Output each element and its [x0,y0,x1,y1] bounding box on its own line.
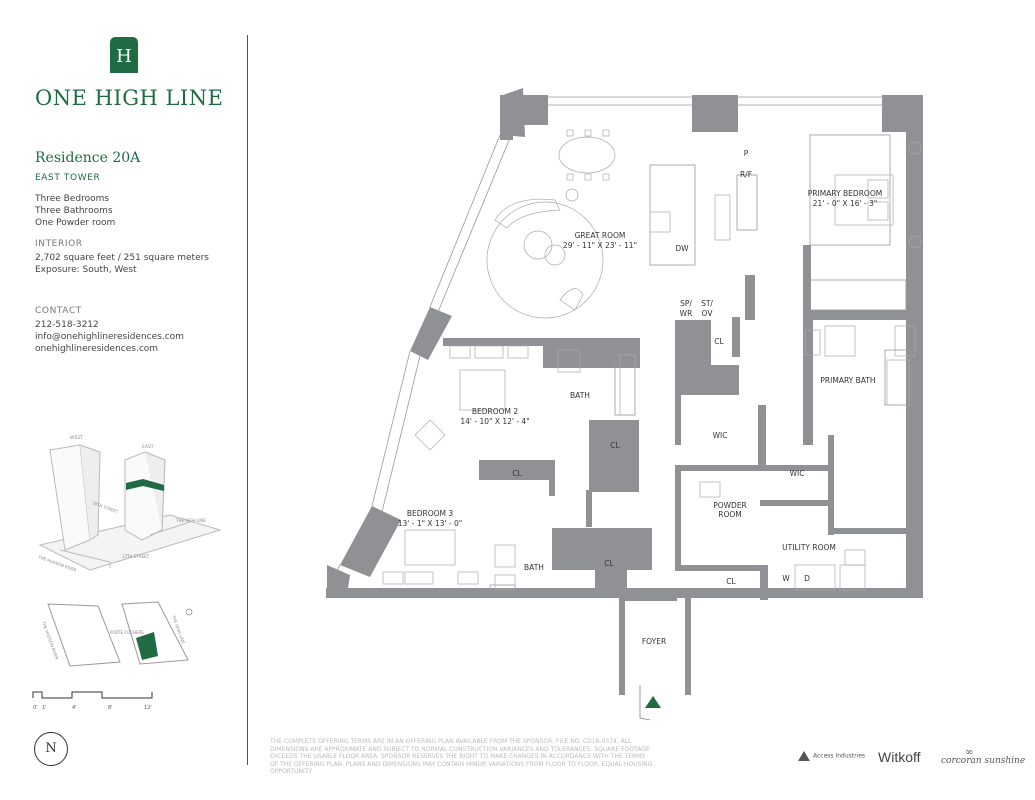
label-stove-ov-1: ST/ [701,299,713,308]
sidebar: H ONE HIGH LINE Residence 20A EAST TOWER… [0,0,248,800]
map-label-hudson: THE HUDSON RIVER [41,620,60,661]
label-refrigerator: R/F [740,170,752,179]
site-label-east: EAST [142,444,154,450]
logo-letter: H [116,46,132,67]
scale-tick-0: 0' [33,705,38,711]
label-cl-bedroom3: CL [604,559,614,568]
label-stove-ov-2: OV [702,309,714,318]
label-powder-room-line1: POWDER [713,501,747,510]
site-label-high-line: THE HIGH LINE [175,518,206,523]
label-powder-room-line2: ROOM [718,510,742,519]
contact-phone[interactable]: 212-518-3212 [35,320,99,330]
rooms-line-1: Three Bedrooms [35,194,110,204]
partner-witkoff: Witkoff [878,749,921,765]
label-pantry: P [744,149,749,158]
plan-furniture [382,129,922,591]
brand-name: ONE HIGH LINE [35,86,224,110]
label-primary-bedroom-dim: 21' - 0" X 16' - 3" [813,199,878,208]
label-bath-bedroom3: BATH [524,563,544,572]
label-wic-2: WIC [790,469,805,478]
label-cl-bedroom2: CL [512,469,522,478]
label-bedroom2-dim: 14' - 10" X 12' - 4" [460,417,529,426]
tower-label: EAST TOWER [35,173,101,183]
label-sink-wr-2: WR [680,309,693,318]
site-label-west: WEST [70,435,83,441]
label-bath-bedroom2: BATH [570,391,590,400]
contact-email[interactable]: info@onehighlineresidences.com [35,332,184,342]
plan-lines [326,96,911,591]
label-great-room: GREAT ROOM [575,231,626,240]
partner-logos: Access Industries Witkoff ∞corcoran suns… [798,747,1025,772]
scale-tick-1: 1' [42,705,47,711]
scale-tick-3: 8' [108,705,113,711]
residence-title: Residence 20A [35,150,141,166]
contact-website[interactable]: onehighlineresidences.com [35,344,159,354]
scale-bar: 0' 1' 4' 8' 12' [32,691,153,711]
label-bedroom3: BEDROOM 3 [407,509,454,518]
label-dishwasher: DW [675,244,689,253]
entry-marker-icon [645,696,661,708]
map-north-icon [185,608,193,616]
label-foyer: FOYER [642,637,666,646]
floor-plan: GREAT ROOM 29' - 11" X 23' - 11" PRIMARY… [326,88,923,720]
logo-monogram-icon: H [110,37,138,73]
label-great-room-dim: 29' - 11" X 23' - 11" [563,241,637,250]
interior-exposure: Exposure: South, West [35,265,137,275]
scale-tick-2: 4' [72,705,77,711]
vertical-divider [247,35,248,765]
site-diagram: WEST EAST 18TH STREET THE HIGH LINE THE … [37,435,222,573]
north-compass-icon: N [34,732,68,766]
rooms-line-3: One Powder room [35,218,116,228]
map-label-porte: PORTE COCHERE [110,630,144,635]
map-label-high-line: THE HIGH LINE [171,614,186,645]
access-triangle-icon [798,751,810,761]
label-primary-bath: PRIMARY BATH [820,376,875,385]
label-cl-foyer: CL [726,577,736,586]
interior-area: 2,702 square feet / 251 square meters [35,253,209,263]
scale-tick-4: 12' [144,705,152,711]
label-sink-wr-1: SP/ [680,299,692,308]
entry-door-swing [639,685,651,720]
legal-disclaimer: THE COMPLETE OFFERING TERMS ARE IN AN OF… [270,738,653,775]
site-map: THE HUDSON RIVER PORTE COCHERE THE HIGH … [41,601,193,667]
label-washer: W [782,574,790,583]
label-bedroom2: BEDROOM 2 [472,407,519,416]
partner-corcoran-text: corcoran sunshine [941,756,1026,766]
label-wic-1: WIC [713,431,728,440]
partner-access-industries: Access Industries [798,751,865,761]
corcoran-rings-icon: ∞ [965,747,974,758]
label-primary-bedroom: PRIMARY BEDROOM [808,189,882,198]
interior-heading: INTERIOR [35,239,83,249]
rooms-line-2: Three Bathrooms [35,206,113,216]
room-labels: GREAT ROOM 29' - 11" X 23' - 11" PRIMARY… [398,149,882,646]
plan-walls [326,88,923,695]
site-label-17th: 17TH STREET [122,554,150,559]
partner-access-text: Access Industries [813,752,866,760]
label-cl-hall: CL [714,337,724,346]
contact-heading: CONTACT [35,306,82,316]
label-dryer: D [804,574,810,583]
label-utility-room: UTILITY ROOM [782,543,836,552]
partner-corcoran: ∞corcoran sunshine [941,747,1026,766]
label-bedroom3-dim: 13' - 1" X 13' - 0" [398,519,463,528]
label-cl-bath: CL [610,441,620,450]
